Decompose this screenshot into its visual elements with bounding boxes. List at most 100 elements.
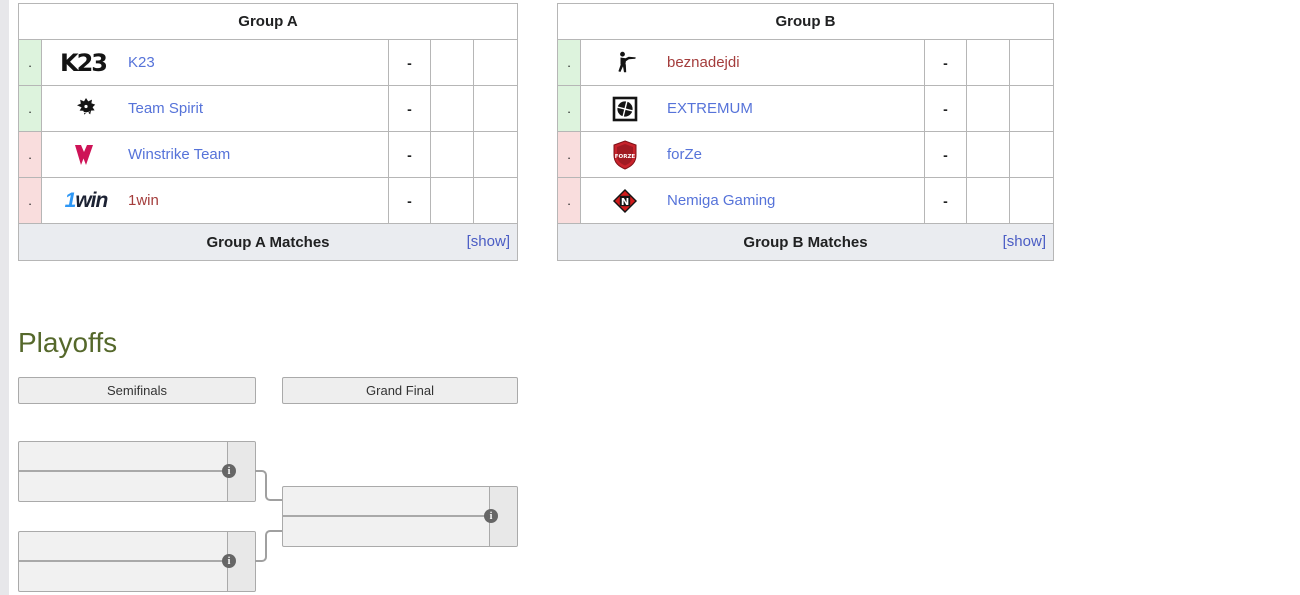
bracket-slot-bottom [19, 472, 255, 501]
team-cell: Team Spirit [42, 86, 389, 131]
score-cell: - [925, 40, 967, 85]
position-cell: . [19, 40, 42, 85]
empty-cell [1010, 86, 1053, 131]
score-cell: - [389, 132, 431, 177]
beznadejdi-logo-icon[interactable] [593, 50, 657, 76]
table-row: . Winstrike Team - [19, 132, 517, 178]
bracket-connector [265, 530, 282, 547]
bracket-match-grand-final: i [282, 486, 518, 547]
score-cell: - [925, 86, 967, 131]
bracket-connector [265, 485, 282, 501]
match-divider [19, 560, 255, 562]
empty-cell [1010, 40, 1053, 85]
table-row: . FORZE forZe - [558, 132, 1053, 178]
team-link[interactable]: 1win [128, 192, 159, 209]
team-cell: N Nemiga Gaming [581, 178, 925, 223]
empty-cell [1010, 178, 1053, 223]
match-info-icon[interactable]: i [484, 509, 498, 523]
bracket-match-semifinal-1: i [18, 441, 256, 502]
group-a-table: Group A . K23 K23 - . Team Spirit - [18, 3, 518, 261]
team-cell: 1win 1win [42, 178, 389, 223]
svg-text:K23: K23 [60, 51, 106, 75]
bracket-slot-top [19, 442, 255, 470]
bracket-match-semifinal-2: i [18, 531, 256, 592]
score-cell: - [389, 40, 431, 85]
team-link[interactable]: Nemiga Gaming [667, 192, 776, 209]
svg-text:N: N [621, 197, 629, 208]
round-header-grand-final: Grand Final [282, 377, 518, 404]
team-spirit-logo-icon[interactable] [54, 96, 118, 122]
position-cell: . [19, 178, 42, 223]
info-glyph: i [227, 465, 231, 477]
team-link[interactable]: Team Spirit [128, 100, 204, 117]
match-divider [19, 470, 255, 472]
empty-cell [1010, 132, 1053, 177]
position-cell: . [19, 86, 42, 131]
show-toggle[interactable]: [show] [1002, 233, 1046, 250]
group-a-matches-footer: Group A Matches [show] [19, 224, 517, 260]
match-info-icon[interactable]: i [222, 464, 236, 478]
position-cell: . [558, 40, 581, 85]
empty-cell [474, 40, 517, 85]
bracket-slot-top [19, 532, 255, 560]
nemiga-logo-icon[interactable]: N [593, 188, 657, 214]
table-row: . beznadejdi - [558, 40, 1053, 86]
score-cell: - [389, 86, 431, 131]
empty-cell [967, 132, 1010, 177]
empty-cell [431, 40, 474, 85]
team-link[interactable]: K23 [128, 54, 155, 71]
team-cell: beznadejdi [581, 40, 925, 85]
svg-text:FORZE: FORZE [615, 154, 636, 160]
k23-logo-icon[interactable]: K23 [54, 51, 118, 75]
score-cell: - [925, 178, 967, 223]
bracket-slot-top [283, 487, 517, 515]
empty-cell [474, 132, 517, 177]
table-row: . Team Spirit - [19, 86, 517, 132]
group-b-table: Group B . beznadejdi - . EXTREMUM - [557, 3, 1054, 261]
table-row: . 1win 1win - [19, 178, 517, 224]
team-cell: EXTREMUM [581, 86, 925, 131]
table-row: . EXTREMUM - [558, 86, 1053, 132]
table-row: . N Nemiga Gaming - [558, 178, 1053, 224]
team-cell: K23 K23 [42, 40, 389, 85]
match-info-icon[interactable]: i [222, 554, 236, 568]
empty-cell [474, 86, 517, 131]
1win-logo-icon[interactable]: 1win [64, 188, 109, 212]
footer-title: Group B Matches [743, 233, 868, 251]
empty-cell [474, 178, 517, 223]
info-glyph: i [227, 555, 231, 567]
team-cell: FORZE forZe [581, 132, 925, 177]
group-b-title: Group B [558, 4, 1053, 40]
extremum-logo-icon[interactable] [593, 96, 657, 122]
footer-title: Group A Matches [206, 233, 330, 251]
forze-logo-icon[interactable]: FORZE [593, 139, 657, 170]
team-link[interactable]: EXTREMUM [667, 100, 753, 117]
team-cell: Winstrike Team [42, 132, 389, 177]
team-link[interactable]: Winstrike Team [128, 146, 231, 163]
page-left-gutter [0, 0, 9, 595]
round-header-semifinals: Semifinals [18, 377, 256, 404]
empty-cell [967, 86, 1010, 131]
score-cell: - [925, 132, 967, 177]
team-link[interactable]: forZe [667, 146, 703, 163]
bracket-connector [255, 470, 267, 487]
bracket-slot-bottom [19, 562, 255, 591]
empty-cell [431, 86, 474, 131]
score-cell: - [389, 178, 431, 223]
info-glyph: i [489, 510, 493, 522]
empty-cell [431, 132, 474, 177]
winstrike-logo-icon[interactable] [54, 143, 118, 167]
empty-cell [431, 178, 474, 223]
group-a-title: Group A [19, 4, 517, 40]
table-row: . K23 K23 - [19, 40, 517, 86]
position-cell: . [558, 132, 581, 177]
team-link[interactable]: beznadejdi [667, 54, 740, 71]
position-cell: . [19, 132, 42, 177]
position-cell: . [558, 178, 581, 223]
show-toggle[interactable]: [show] [466, 233, 510, 250]
bracket-connector [255, 546, 267, 562]
empty-cell [967, 178, 1010, 223]
group-b-matches-footer: Group B Matches [show] [558, 224, 1053, 260]
match-divider [283, 515, 517, 517]
